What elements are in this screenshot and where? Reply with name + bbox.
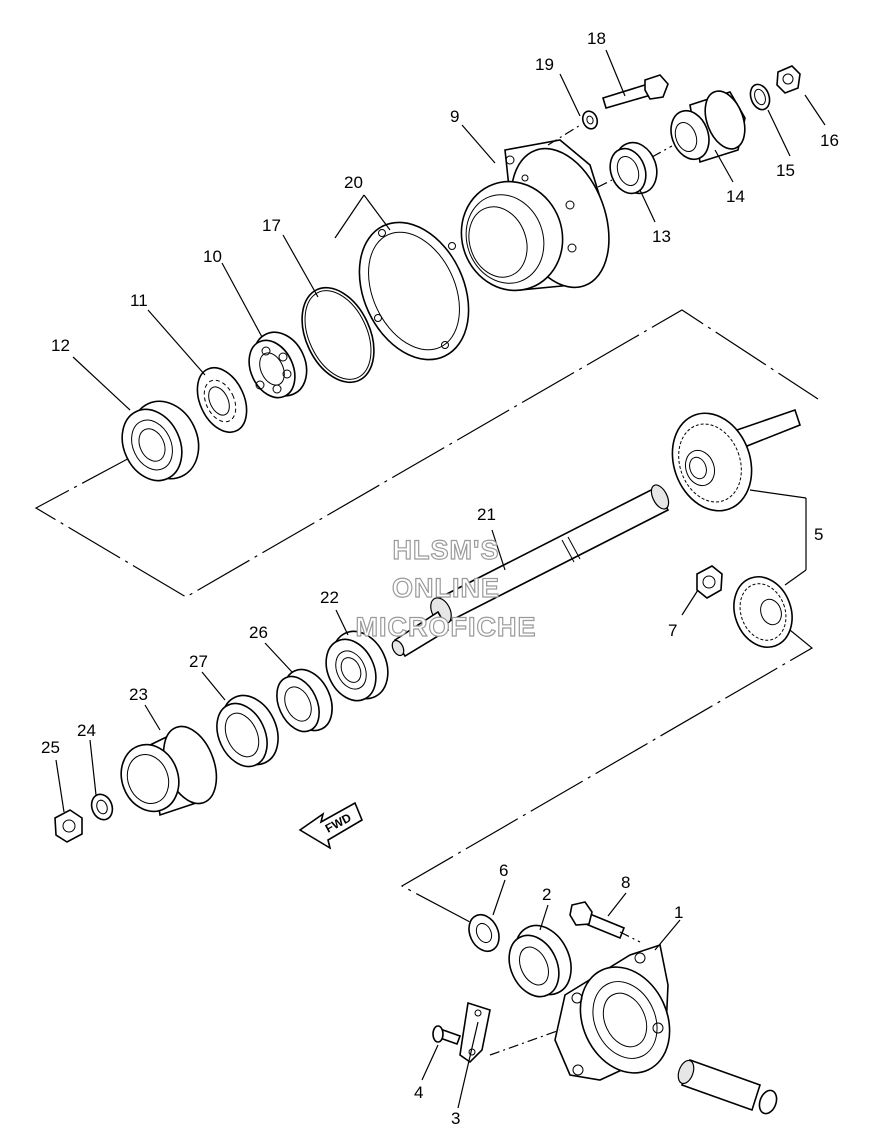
callout-26: 26	[249, 623, 268, 642]
callout-6: 6	[499, 861, 508, 880]
bearing-2	[508, 924, 572, 998]
screw-4	[432, 1025, 462, 1046]
callout-17: 17	[262, 216, 281, 235]
case-1	[554, 943, 671, 1081]
nut-25	[54, 809, 83, 843]
callout-21: 21	[477, 505, 496, 524]
housing-9	[460, 139, 610, 292]
washer-6	[468, 913, 500, 953]
callout-15: 15	[776, 161, 795, 180]
washer-19	[581, 110, 599, 130]
bearing-12	[121, 400, 200, 482]
watermark-line-3: MICROFICHE	[356, 612, 537, 642]
callout-10: 10	[203, 247, 222, 266]
bearing-22	[325, 630, 389, 702]
connector-lines	[489, 123, 673, 1056]
o-ring-17	[301, 286, 375, 384]
nut-7	[696, 565, 723, 599]
watermark-line-2: ONLINE	[392, 573, 500, 603]
callout-23: 23	[129, 685, 148, 704]
callout-2: 2	[542, 885, 551, 904]
shaft-21	[391, 484, 670, 658]
callout-11: 11	[130, 291, 148, 310]
watermark-line-1: HLSM'S	[393, 535, 500, 565]
callout-25: 25	[41, 738, 60, 757]
oil-seal-13	[609, 141, 658, 195]
callout-3: 3	[451, 1109, 460, 1128]
fwd-arrow: FWD	[298, 801, 364, 850]
callout-18: 18	[587, 29, 606, 48]
callout-16: 16	[820, 131, 839, 150]
sleeve-14	[670, 90, 746, 164]
spline-coupler-11	[196, 367, 248, 433]
callout-5: 5	[814, 525, 823, 544]
watermark: HLSM'S ONLINE MICROFICHE	[355, 534, 537, 642]
callout-20: 20	[344, 173, 363, 192]
sleeve-23	[120, 725, 218, 817]
upper-frame	[34, 309, 819, 598]
callout-13: 13	[652, 227, 671, 246]
washer-24	[90, 793, 114, 821]
nut-16	[776, 65, 801, 94]
ball-bearing-10	[248, 331, 308, 399]
bevel-gear-5b	[733, 576, 793, 648]
ring-nut-26	[276, 668, 333, 733]
seal-27	[216, 694, 279, 768]
callout-1: 1	[674, 903, 683, 922]
washer-15	[749, 83, 771, 111]
callout-12: 12	[51, 336, 70, 355]
callout-24: 24	[77, 721, 96, 740]
bolt-18	[602, 74, 669, 109]
bolt-8	[569, 901, 626, 940]
middle-frame	[400, 625, 814, 923]
callout-7: 7	[668, 621, 677, 640]
bevel-gear-5a	[671, 408, 801, 512]
callout-9: 9	[450, 107, 459, 126]
callout-14: 14	[726, 187, 745, 206]
callout-22: 22	[320, 588, 339, 607]
callout-8: 8	[621, 873, 630, 892]
gasket-20	[358, 221, 470, 361]
pinion-shaft	[677, 1058, 778, 1115]
callout-4: 4	[414, 1083, 423, 1102]
callout-19: 19	[535, 55, 554, 74]
leader-lines	[55, 49, 826, 1109]
callout-27: 27	[189, 652, 208, 671]
callout-numbers: 1 2 3 4 5 6 7 8 9 10 11 12 13 14 15 16 1…	[41, 29, 839, 1128]
